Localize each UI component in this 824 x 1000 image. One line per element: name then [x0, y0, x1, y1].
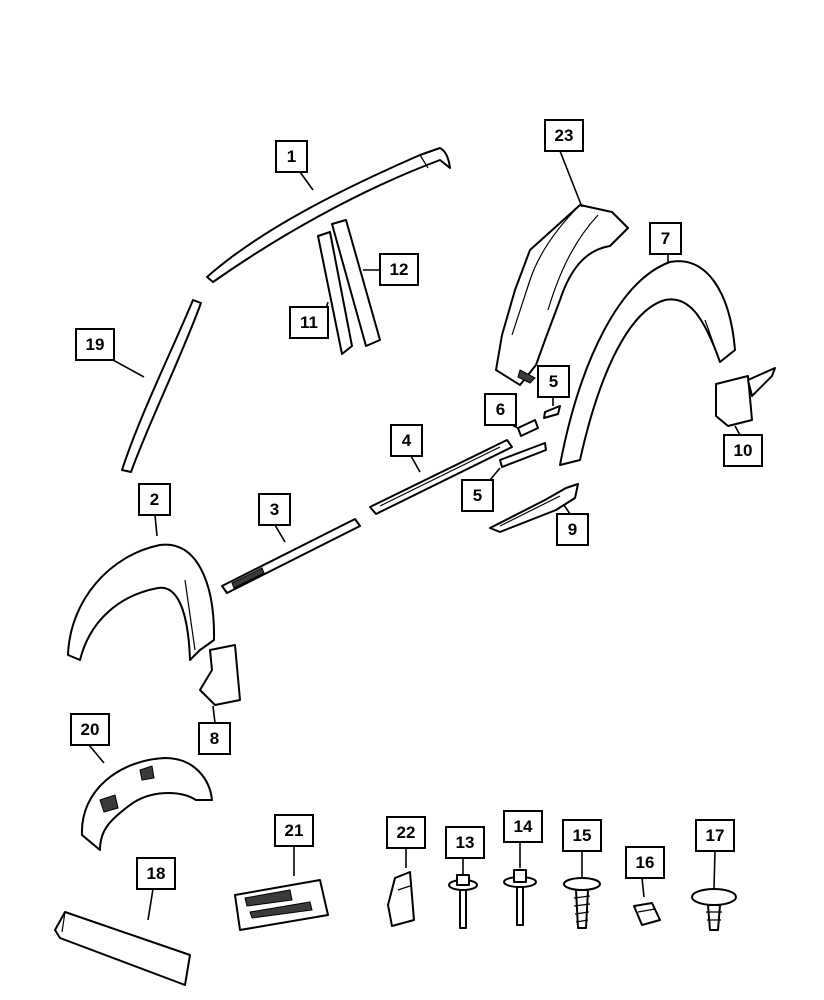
part-rear-door-molding	[369, 439, 513, 515]
callout-15-label: 15	[573, 826, 592, 845]
callout-1: 1	[275, 140, 308, 173]
callout-16-label: 16	[636, 853, 655, 872]
callout-16: 16	[625, 846, 665, 879]
callout-12-label: 12	[390, 260, 409, 279]
part-a-pillar-molding	[121, 299, 202, 473]
callout-14: 14	[503, 810, 543, 843]
callout-11: 11	[289, 306, 329, 339]
callout-13: 13	[445, 826, 485, 859]
part-rear-splash-guard	[715, 367, 776, 427]
part-front-wheelhouse-liner	[80, 757, 213, 851]
callout-23-label: 23	[555, 126, 574, 145]
callout-23: 23	[544, 119, 584, 152]
callout-4-label: 4	[402, 431, 412, 450]
callout-5-lower-label: 5	[473, 486, 482, 505]
part-fastener	[691, 888, 737, 931]
callout-10-label: 10	[734, 441, 753, 460]
part-b-pillar-applique-front	[317, 231, 353, 355]
part-b-pillar-applique-rear	[331, 219, 381, 347]
callout-2: 2	[138, 483, 171, 516]
callout-11-label: 11	[300, 313, 318, 332]
callout-12: 12	[379, 253, 419, 286]
part-rear-wheel-flare	[559, 260, 736, 466]
part-front-door-molding	[221, 518, 361, 594]
part-applique-upper	[543, 405, 561, 419]
callout-21: 21	[274, 814, 314, 847]
callout-10: 10	[723, 434, 763, 467]
part-rocker-extension	[489, 483, 579, 533]
callout-8: 8	[198, 722, 231, 755]
part-roof-molding	[206, 147, 451, 283]
callout-8-label: 8	[210, 729, 219, 748]
part-applique-small	[517, 419, 539, 437]
part-front-splash-guard	[199, 644, 241, 706]
callout-7-label: 7	[661, 229, 670, 248]
callout-18: 18	[136, 857, 176, 890]
callout-14-label: 14	[514, 817, 533, 836]
callout-15: 15	[562, 819, 602, 852]
callout-18-label: 18	[147, 864, 166, 883]
callout-5-upper: 5	[537, 365, 570, 398]
callout-20: 20	[70, 713, 110, 746]
callout-22-label: 22	[397, 823, 416, 842]
callout-9: 9	[556, 513, 589, 546]
callout-19: 19	[75, 328, 115, 361]
part-push-pin	[563, 877, 601, 929]
part-bolt	[503, 869, 537, 926]
callout-1-label: 1	[287, 147, 296, 166]
callout-21-label: 21	[285, 821, 304, 840]
callout-5-upper-label: 5	[549, 372, 558, 391]
callout-3: 3	[258, 493, 291, 526]
callout-9-label: 9	[568, 520, 577, 539]
callout-19-label: 19	[86, 335, 105, 354]
part-door-molding-rear	[499, 442, 547, 468]
part-wheelhouse-liner	[495, 204, 629, 386]
part-trim-strip	[54, 911, 191, 986]
part-front-wheel-flare	[67, 543, 216, 661]
callout-20-label: 20	[81, 720, 100, 739]
callout-6-label: 6	[496, 400, 505, 419]
callout-6: 6	[484, 393, 517, 426]
part-screw	[448, 874, 478, 929]
callout-17: 17	[695, 819, 735, 852]
callout-7: 7	[649, 222, 682, 255]
callout-2-label: 2	[150, 490, 159, 509]
callout-5-lower: 5	[461, 479, 494, 512]
part-clip	[387, 871, 415, 927]
callout-3-label: 3	[270, 500, 279, 519]
callout-13-label: 13	[456, 833, 475, 852]
part-adhesive-tape	[234, 879, 329, 931]
callout-17-label: 17	[706, 826, 725, 845]
callout-4: 4	[390, 424, 423, 457]
callout-22: 22	[386, 816, 426, 849]
part-nut	[633, 902, 661, 926]
